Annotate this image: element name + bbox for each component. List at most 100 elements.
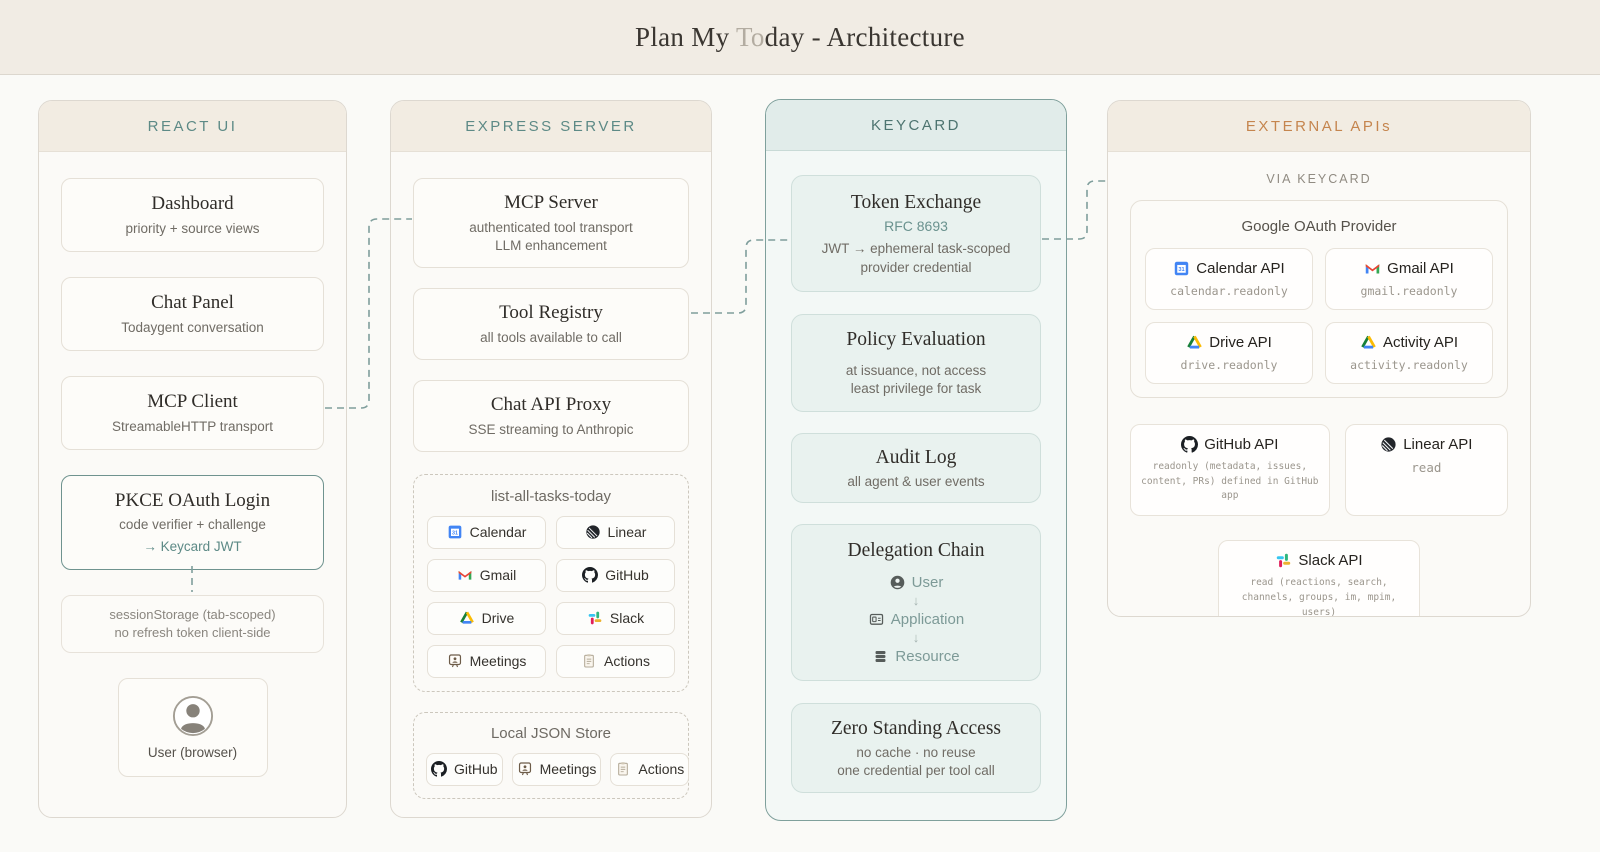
group-list-all-tasks-today: list-all-tasks-today Calendar Linear Gma… [413,473,689,692]
api-card-gmail-name: Gmail API [1387,260,1454,277]
slack-icon [1275,552,1292,569]
page-title: Plan My Today - Architecture [635,22,965,53]
card-zsa-line1: no cache · no reuse [856,745,976,760]
api-card-linear: Linear API read [1344,424,1508,517]
chip-meetings: Meetings [427,644,546,678]
card-token-exchange-line1: JWT → ephemeral task-scoped [821,241,1011,257]
store-chip-meetings: Meetings [511,752,602,786]
chip-meetings-label: Meetings [469,653,527,670]
card-delegation-chain: Delegation Chain User ↓ Application ↓ Re… [791,524,1041,681]
google-calendar-icon [447,524,463,540]
chip-github-label: GitHub [605,567,649,584]
google-drive-icon [1360,334,1377,351]
card-audit-log-title: Audit Log [875,446,957,468]
card-chat-api-proxy: Chat API Proxy SSE streaming to Anthropi… [413,380,689,452]
spacer [802,355,1030,362]
card-mcp-server: MCP Server authenticated tool transport … [413,178,689,269]
meetings-icon [447,653,463,669]
panel-react-ui-body: Dashboard priority + source views Chat P… [39,152,346,778]
title-pre: Plan My [635,21,736,52]
panel-external-apis: EXTERNAL APIs VIA KEYCARD Google OAuth P… [1107,100,1531,617]
user-browser-label: User (browser) [147,745,238,761]
chain-step-application-label: Application [890,611,965,629]
chain-arrow-down-icon: ↓ [912,593,920,609]
user-avatar-icon [172,695,214,737]
card-mcp-client-subtitle: StreamableHTTP transport [111,418,274,434]
chip-github: GitHub [556,558,675,592]
api-card-gmail: Gmail API gmail.readonly [1325,248,1493,310]
api-card-github-name-row: GitHub API [1139,436,1321,453]
chip-drive-label: Drive [481,610,515,627]
google-drive-icon [1186,334,1203,351]
card-user-browser: User (browser) [117,678,268,778]
card-pkce-jwt-line: → Keycard JWT [143,538,242,554]
gmail-icon [457,567,473,583]
api-card-calendar-scope: calendar.readonly [1170,284,1288,298]
store-chip-github: GitHub [426,752,503,786]
card-mcp-client-title: MCP Client [147,390,238,412]
card-policy-evaluation-title: Policy Evaluation [846,328,986,350]
group-google-oauth-provider: Google OAuth Provider Calendar API calen… [1130,200,1508,398]
external-api-row: GitHub API readonly (metadata, issues, c… [1130,424,1508,517]
card-dashboard-title: Dashboard [151,193,234,214]
application-window-icon [868,611,885,628]
chain-step-resource-label: Resource [895,647,960,665]
panel-external-apis-header: EXTERNAL APIs [1108,101,1530,152]
store-chip-actions-label: Actions [638,761,685,778]
card-audit-log-subtitle: all agent & user events [847,473,985,489]
api-card-github-scope: readonly (metadata, issues, content, PRs… [1141,461,1319,502]
chip-linear: Linear [556,515,675,549]
user-circle-icon [889,574,906,591]
api-card-linear-scope: read [1411,460,1442,475]
card-pkce-oauth-login: PKCE OAuth Login code verifier + challen… [61,474,324,570]
card-policy-evaluation: Policy Evaluation at issuance, not acces… [791,313,1041,412]
title-accent: To [735,21,765,52]
linear-icon [1380,436,1397,453]
card-mcp-server-title: MCP Server [504,192,598,213]
panel-express-server-title: EXPRESS SERVER [465,117,637,135]
card-mcp-server-line1: authenticated tool transport [469,219,633,235]
chain-step-user-label: User [911,574,944,592]
api-card-slack-scope: read (reactions, search, channels, group… [1241,577,1397,617]
store-chip-actions: Actions [610,752,690,786]
card-tool-registry: Tool Registry all tools available to cal… [413,288,689,361]
api-card-linear-name: Linear API [1403,436,1473,453]
actions-icon [615,761,631,777]
api-card-drive: Drive API drive.readonly [1145,322,1313,384]
chain-step-application: Application [868,609,964,630]
delegation-chain: User ↓ Application ↓ Resource [802,572,1030,666]
database-icon [872,648,889,665]
card-session-storage-note: sessionStorage (tab-scoped) no refresh t… [61,594,324,654]
api-card-activity: Activity API activity.readonly [1325,322,1493,384]
session-note-line2: no refresh token client-side [114,625,271,641]
card-mcp-server-line2: LLM enhancement [495,237,607,253]
panel-express-server-body: MCP Server authenticated tool transport … [391,152,711,799]
github-icon [1181,436,1198,453]
card-token-exchange-title: Token Exchange [850,192,982,213]
api-card-activity-name: Activity API [1382,334,1459,351]
panel-react-ui: REACT UI Dashboard priority + source vie… [38,100,347,818]
panel-express-server: EXPRESS SERVER MCP Server authenticated … [390,100,712,818]
page-header: Plan My Today - Architecture [0,0,1600,75]
gmail-icon [1364,260,1381,277]
api-card-slack-name-row: Slack API [1227,552,1411,569]
card-token-exchange-rfc: RFC 8693 [884,218,948,235]
chain-step-user: User [889,572,944,593]
card-token-exchange: Token Exchange RFC 8693 JWT → ephemeral … [791,175,1041,292]
card-policy-evaluation-line1: at issuance, not access [845,363,987,379]
card-tool-registry-subtitle: all tools available to call [480,329,622,345]
group-local-json-store-label: Local JSON Store [490,724,612,742]
api-card-drive-name-row: Drive API [1154,334,1304,351]
api-card-gmail-name-row: Gmail API [1334,260,1484,277]
linear-icon [585,524,601,540]
chip-linear-label: Linear [607,524,647,541]
api-card-slack: Slack API read (reactions, search, chann… [1218,540,1420,617]
api-card-activity-scope: activity.readonly [1350,358,1468,372]
via-keycard-label: VIA KEYCARD [1266,172,1372,186]
chip-actions-label: Actions [604,653,650,670]
google-oauth-provider-title: Google OAuth Provider [1241,218,1397,235]
card-tool-registry-title: Tool Registry [499,302,603,324]
card-delegation-chain-title: Delegation Chain [847,540,985,562]
google-drive-icon [459,610,475,626]
